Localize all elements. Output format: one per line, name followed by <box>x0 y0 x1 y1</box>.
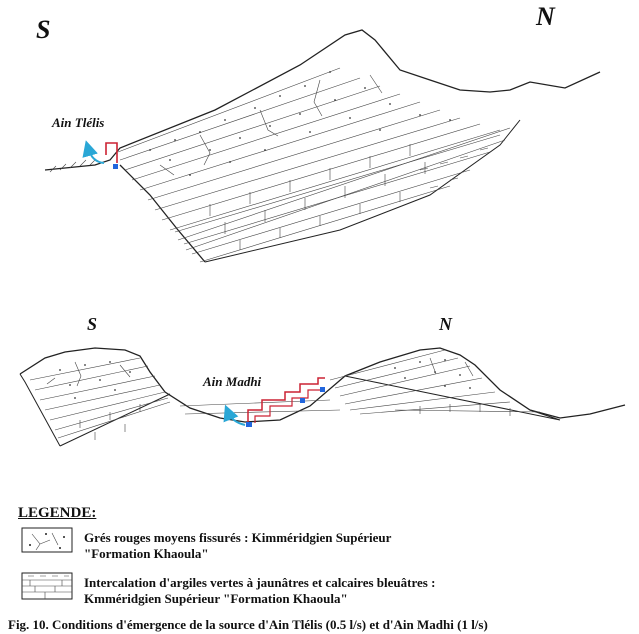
legend-symbol-clay-limestone <box>22 573 72 599</box>
cross-section-ain-madhi: S N <box>20 314 625 446</box>
flow-arrow-1 <box>88 148 104 163</box>
legend-item-2-line-2: Kmméridgien Supérieur "Formation Khaoula… <box>84 591 348 607</box>
bedding-right-2 <box>330 350 540 416</box>
valley-layers-2 <box>180 400 340 414</box>
figure-caption: Fig. 10. Conditions d'émergence de la so… <box>8 617 639 633</box>
legend-item-2-line-1: Intercalation d'argiles vertes à jaunâtr… <box>84 575 435 591</box>
legend-symbol-sandstone <box>22 528 72 552</box>
emergence-point-1 <box>113 164 118 169</box>
spring-label-1: Ain Tlélis <box>51 115 104 130</box>
sandstone-dots-2b <box>394 359 471 389</box>
cross-section-ain-tlelis: S N <box>36 2 600 262</box>
south-label-1: S <box>36 15 50 44</box>
legend-item-1-line-1: Grés rouges moyens fissurés : Kimméridgi… <box>84 530 391 546</box>
legend-title: LEGENDE: <box>18 505 96 522</box>
spring-label-2: Ain Madhi <box>202 374 262 389</box>
north-label-1: N <box>535 2 556 31</box>
spring-steps-2b <box>255 390 325 423</box>
north-label-2: N <box>438 314 453 334</box>
south-label-2: S <box>87 314 97 334</box>
flow-arrow-2 <box>228 412 245 425</box>
legend-item-1-line-2: "Formation Khaoula" <box>84 546 209 562</box>
bedding-upper-1 <box>118 68 510 250</box>
limestone-layers-1 <box>175 135 500 262</box>
base-line-2 <box>20 374 560 446</box>
ground-profile-1 <box>45 30 600 170</box>
emergence-point-2 <box>246 422 252 427</box>
emergence-point-2b <box>300 398 305 403</box>
fissures-1 <box>160 75 382 175</box>
emergence-point-2c <box>320 387 325 392</box>
